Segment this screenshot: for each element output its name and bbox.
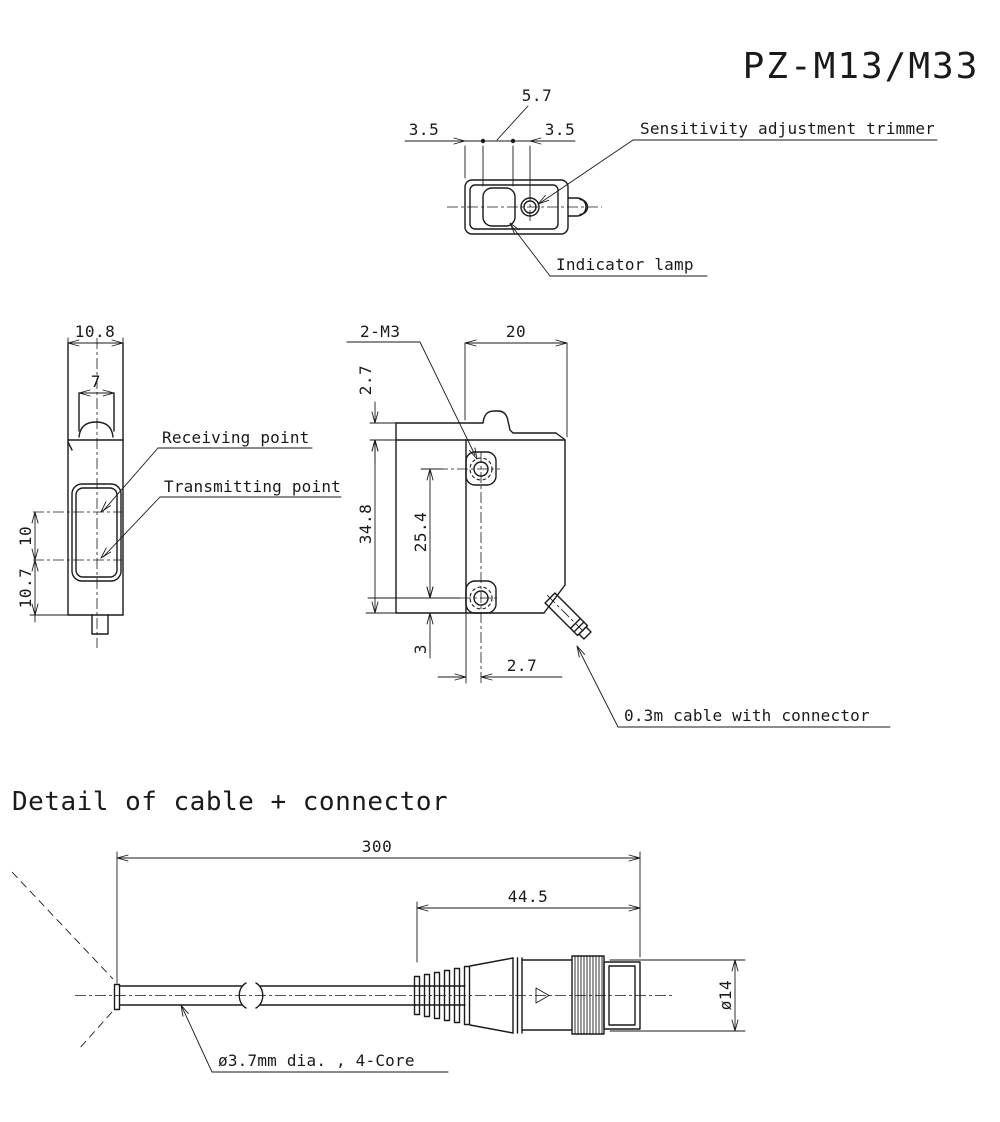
cable-end-cap: [113, 983, 121, 1011]
boot-cone-top: [469, 957, 514, 967]
break-line-upper: [11, 871, 114, 980]
dim-5-7-leader: [496, 105, 529, 141]
dim-10-8: 10.8: [75, 322, 116, 341]
dim-44-5: 44.5: [508, 887, 549, 906]
dim-3: 3: [411, 644, 430, 654]
dim-2-7-inset: 2.7: [507, 656, 537, 675]
break-line-lower: [77, 1011, 113, 1051]
top-view-nub: [567, 197, 587, 217]
dim-300: 300: [362, 837, 392, 856]
drawing-title: PZ-M13/M33: [743, 46, 980, 87]
dim-3-5-left: 3.5: [409, 120, 439, 139]
receiving-point-label: Receiving point: [162, 428, 310, 447]
dim-3-5-right: 3.5: [545, 120, 575, 139]
holes-label: 2-M3: [360, 322, 401, 341]
boot-cone-bottom: [469, 1024, 514, 1034]
dim-34-8: 34.8: [356, 504, 375, 545]
lens-window-outer: [71, 483, 122, 582]
dim-7: 7: [91, 372, 101, 391]
trimmer-leader: [539, 139, 634, 204]
front-top-profile: [395, 410, 565, 440]
trimmer-label: Sensitivity adjustment trimmer: [640, 119, 935, 138]
dim-20: 20: [506, 322, 526, 341]
lens-dome: [78, 421, 114, 438]
lamp-leader: [510, 224, 551, 277]
side-view-nub: [91, 614, 109, 635]
strain-relief: [413, 965, 471, 1026]
cable-detail-view: Detail of cable + connector 300 44.5: [11, 787, 746, 1073]
cable-spec-label: ø3.7mm dia. , 4-Core: [218, 1051, 415, 1070]
dim-dia-14: ø14: [716, 980, 735, 1010]
dim-5-7: 5.7: [522, 86, 552, 105]
orientation-marker: [535, 987, 550, 1004]
dim-10-7: 10.7: [16, 568, 35, 609]
lamp-label: Indicator lamp: [556, 255, 694, 274]
front-view: 20 2-M3 2.7 34.8 25.4 3: [346, 322, 891, 728]
connector-plug-outer: [603, 961, 641, 1030]
knurled-ring: [571, 955, 605, 1035]
lens-window-inner: [75, 487, 118, 578]
top-view: 3.5 5.7 3.5 Sensitivity adjustment trimm…: [404, 86, 938, 277]
connector-plug-inner: [608, 965, 636, 1026]
cable-boot: [544, 592, 592, 640]
dim-2-7-step: 2.7: [356, 365, 375, 395]
screw-hole-bottom-thread: [469, 586, 493, 610]
dim-10: 10: [16, 526, 35, 546]
side-view: 10.8 7 10 10.7 Receiving point Transmitt…: [16, 322, 342, 648]
detail-heading: Detail of cable + connector: [12, 787, 448, 817]
transmitting-point-label: Transmitting point: [164, 477, 341, 496]
dim-25-4: 25.4: [411, 512, 430, 553]
cable-label: 0.3m cable with connector: [624, 706, 870, 725]
